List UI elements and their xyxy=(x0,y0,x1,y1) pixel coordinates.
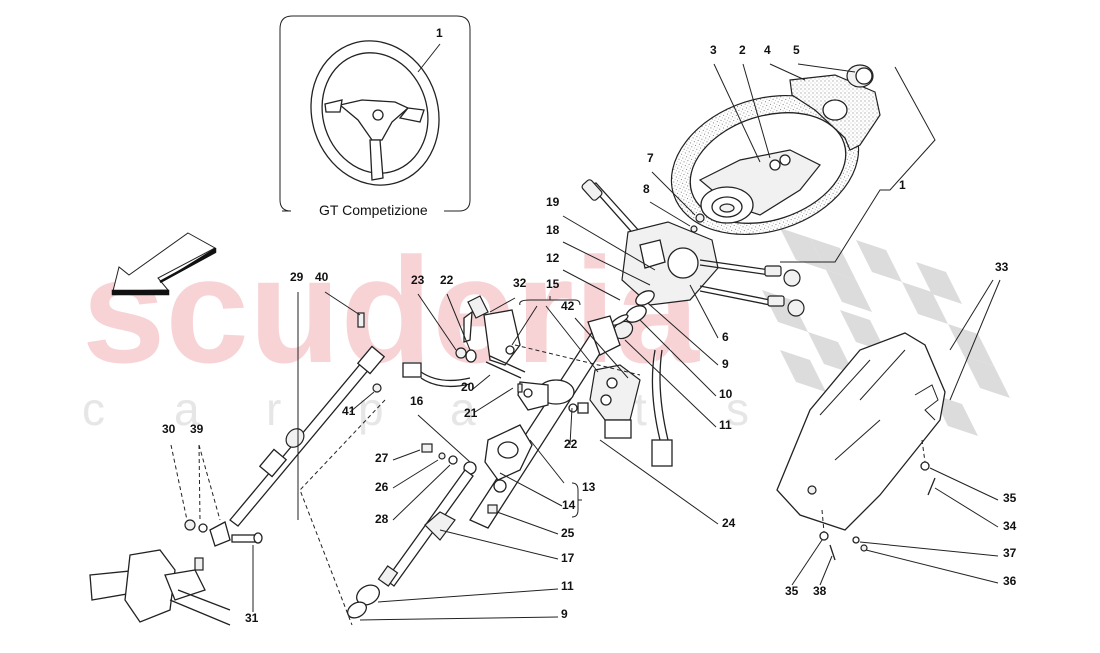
callout-c7: 7 xyxy=(647,151,654,165)
callout-c11b: 11 xyxy=(561,579,574,593)
callout-c1b: 1 xyxy=(899,178,906,192)
callout-c12: 12 xyxy=(546,251,560,265)
callout-c39: 39 xyxy=(190,422,204,436)
callout-c2: 2 xyxy=(739,43,746,57)
callout-c41: 41 xyxy=(342,404,356,418)
callout-c18: 18 xyxy=(546,223,560,237)
steering-wheel-main xyxy=(670,64,881,236)
callout-c35b: 35 xyxy=(785,584,799,598)
watermark-letter: r xyxy=(266,383,281,435)
callout-c17: 17 xyxy=(561,551,575,565)
callout-c38: 38 xyxy=(813,584,827,598)
callout-c9a: 9 xyxy=(722,357,729,371)
callout-c1a: 1 xyxy=(436,26,443,40)
callout-c22a: 22 xyxy=(440,273,454,287)
callout-c24: 24 xyxy=(722,516,736,530)
callout-c42: 42 xyxy=(561,299,575,313)
callout-c30: 30 xyxy=(162,422,176,436)
callout-c28: 28 xyxy=(375,512,389,526)
callout-c27: 27 xyxy=(375,451,389,465)
callout-c6: 6 xyxy=(722,330,729,344)
callout-c8: 8 xyxy=(643,182,650,196)
callout-c40: 40 xyxy=(315,270,329,284)
direction-arrow xyxy=(111,232,217,296)
watermark-letter: t xyxy=(634,383,647,435)
callout-c14: 14 xyxy=(562,498,576,512)
watermark-letter: s xyxy=(726,383,749,435)
callout-c16: 16 xyxy=(410,394,424,408)
callout-c26: 26 xyxy=(375,480,389,494)
callout-c20: 20 xyxy=(461,380,475,394)
callout-c23: 23 xyxy=(411,273,425,287)
steering-column-lower xyxy=(347,312,533,619)
callout-c36: 36 xyxy=(1003,574,1017,588)
callout-c13: 13 xyxy=(582,480,596,494)
inset-caption: GT Competizione xyxy=(315,203,432,217)
callout-c37: 37 xyxy=(1003,546,1017,560)
callout-c34: 34 xyxy=(1003,519,1017,533)
lower-shroud xyxy=(776,332,946,561)
callout-c11a: 11 xyxy=(719,418,732,432)
callout-c31: 31 xyxy=(245,611,259,625)
callout-c33: 33 xyxy=(995,260,1009,274)
callout-c25: 25 xyxy=(561,526,575,540)
leader-lines xyxy=(170,63,1001,626)
callout-c3: 3 xyxy=(710,43,717,57)
callout-c9b: 9 xyxy=(561,607,568,621)
callout-c32: 32 xyxy=(513,276,527,290)
watermark-letter: a xyxy=(174,383,200,435)
callout-c4: 4 xyxy=(764,43,771,57)
callout-c19: 19 xyxy=(546,195,560,209)
callout-c22b: 22 xyxy=(564,437,578,451)
column-switch-assembly xyxy=(581,179,805,467)
callout-c15: 15 xyxy=(546,277,560,291)
callout-c35a: 35 xyxy=(1003,491,1017,505)
callout-c21: 21 xyxy=(464,406,478,420)
intermediate-shaft xyxy=(89,345,386,626)
watermark-letter: a xyxy=(450,383,476,435)
inset-gt-competizione xyxy=(279,15,471,212)
callout-c10: 10 xyxy=(719,387,733,401)
callout-c29: 29 xyxy=(290,270,304,284)
callout-c5: 5 xyxy=(793,43,800,57)
watermark-text: scuderia carparts xyxy=(82,226,749,435)
watermark-letter: c xyxy=(82,383,105,435)
